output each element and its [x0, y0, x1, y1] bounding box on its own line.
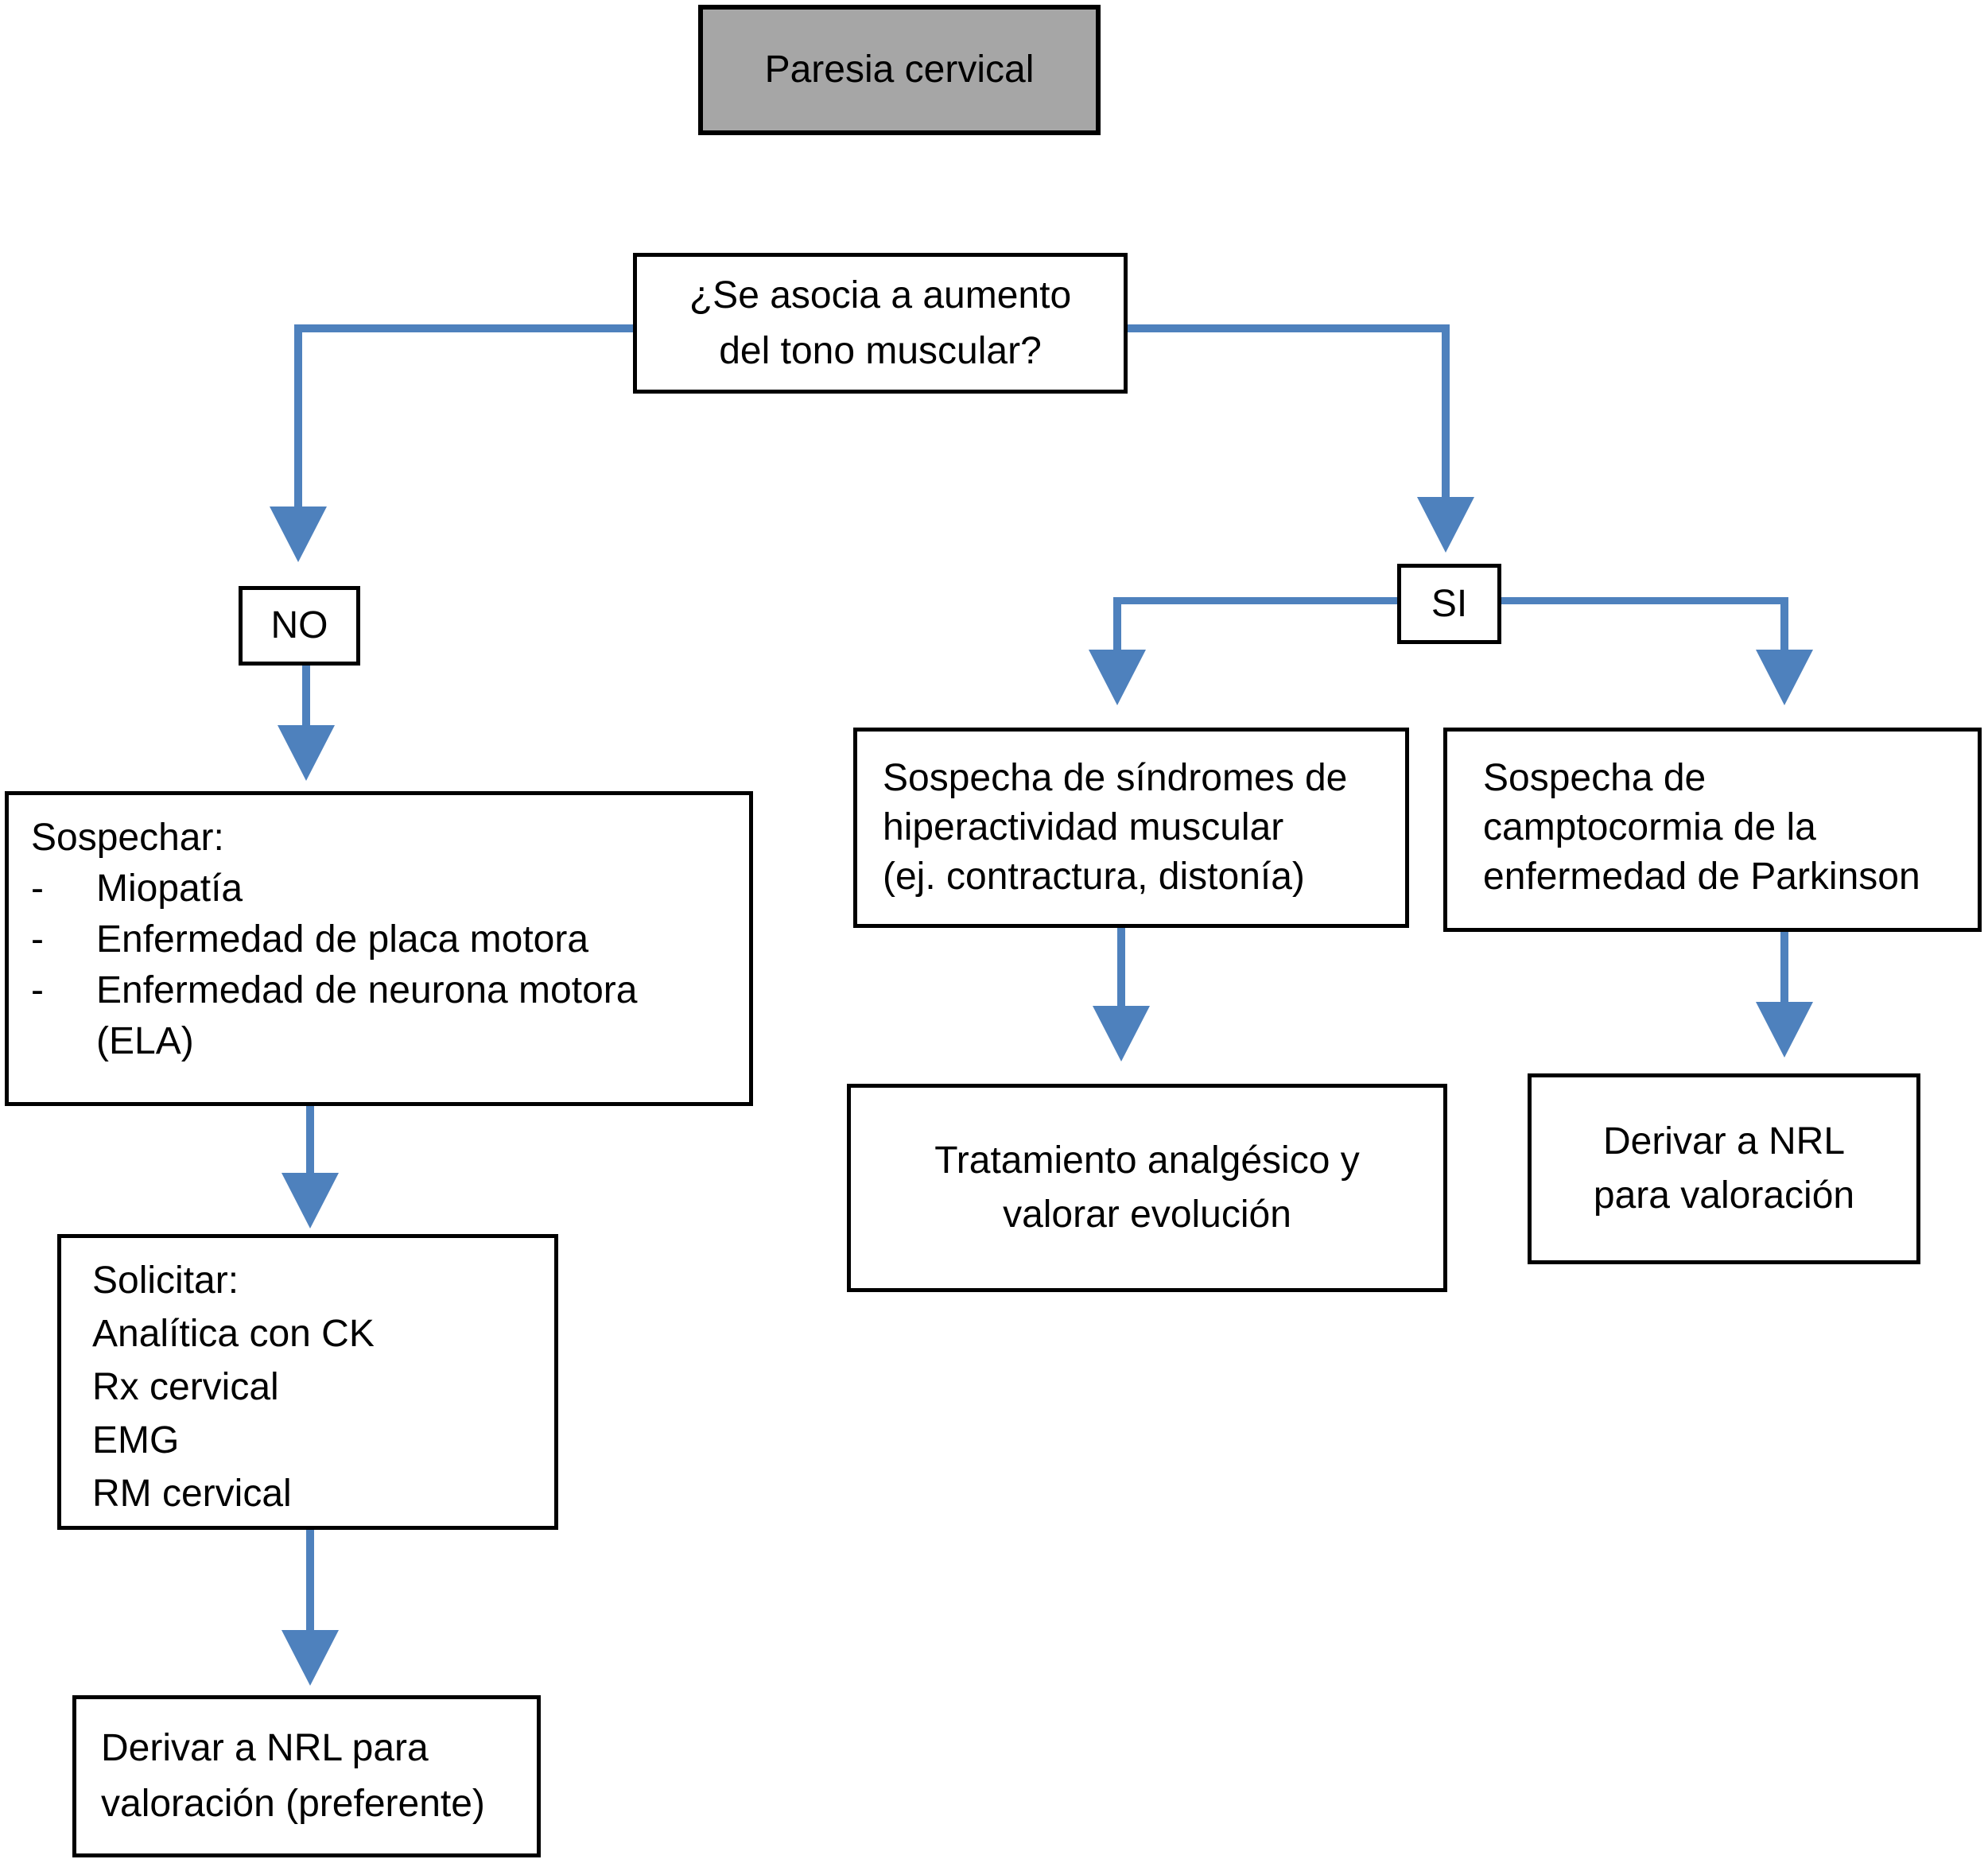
list-item: - Enfermedad de neurona motora: [31, 965, 741, 1016]
bullet-indent: [31, 1016, 96, 1067]
connector-sindromes-to-tratamiento: [1117, 928, 1125, 1006]
derivar-nrl-line: para valoración: [1593, 1174, 1855, 1217]
connector-si-branch-right-vertical: [1780, 597, 1788, 650]
list-item-continuation: (ELA): [31, 1016, 741, 1067]
bullet-dash: -: [31, 867, 44, 910]
derivar-nrl-line: Derivar a NRL: [1602, 1120, 1846, 1162]
camptocormia-line: Sospecha de: [1483, 757, 1706, 799]
bullet-text: Miopatía: [96, 867, 243, 910]
connector-question-to-no-vertical: [294, 324, 302, 507]
connector-si-branch-left-horizontal: [1113, 597, 1397, 604]
arrowhead-to-no: [270, 507, 327, 562]
arrowhead-to-derivar-nrl: [1756, 1002, 1813, 1058]
connector-question-to-si-horizontal: [1128, 324, 1450, 332]
connector-si-branch-right-horizontal: [1501, 597, 1788, 604]
list-item: EMG: [92, 1419, 180, 1461]
question-line: ¿Se asocia a aumento: [689, 274, 1072, 316]
connector-solicitar-to-derivar-preferente: [306, 1530, 314, 1630]
sindromes-line: Sospecha de síndromes de: [883, 757, 1348, 799]
bullet-dash: -: [31, 969, 44, 1011]
si-label: SI: [1431, 582, 1468, 625]
connector-question-to-no-horizontal: [294, 324, 633, 332]
derivar-pref-line: valoración (preferente): [101, 1783, 485, 1825]
bullet-text: Enfermedad de placa motora: [96, 918, 589, 961]
arrowhead-to-sindromes: [1089, 650, 1146, 705]
tratamiento-line: Tratamiento analgésico y: [934, 1139, 1360, 1182]
node-derivar-nrl-valoracion: Derivar a NRL para valoración: [1528, 1073, 1920, 1264]
connector-sospechar-to-solicitar: [306, 1106, 314, 1173]
node-paresia-cervical: Paresia cervical: [698, 5, 1101, 135]
list-item: Rx cervical: [92, 1366, 279, 1408]
node-camptocormia-parkinson: Sospecha de camptocormia de la enfermeda…: [1443, 728, 1982, 932]
node-paresia-label: Paresia cervical: [764, 49, 1035, 91]
connector-no-to-sospechar: [302, 666, 310, 725]
derivar-pref-line: Derivar a NRL para: [101, 1727, 429, 1769]
node-derivar-nrl-preferente: Derivar a NRL para valoración (preferent…: [72, 1695, 541, 1857]
arrowhead-to-camptocormia: [1756, 650, 1813, 705]
connector-question-to-si-vertical: [1442, 324, 1450, 497]
solicitar-heading: Solicitar:: [92, 1259, 239, 1302]
node-solicitar: Solicitar: Analítica con CK Rx cervical …: [57, 1234, 558, 1530]
list-item: - Miopatía: [31, 864, 741, 914]
list-item: RM cervical: [92, 1473, 292, 1515]
node-no: NO: [239, 586, 360, 666]
node-tratamiento-analgesico: Tratamiento analgésico y valorar evoluci…: [847, 1084, 1447, 1292]
tratamiento-line: valorar evolución: [1003, 1193, 1291, 1236]
no-label: NO: [270, 604, 328, 647]
bullet-dash: -: [31, 918, 44, 961]
arrowhead-to-derivar-preferente: [282, 1630, 339, 1686]
arrowhead-to-si: [1417, 497, 1474, 553]
list-item: Analítica con CK: [92, 1313, 375, 1355]
bullet-text: Enfermedad de neurona motora: [96, 969, 638, 1011]
arrowhead-to-solicitar: [282, 1173, 339, 1228]
arrowhead-to-tratamiento: [1093, 1006, 1150, 1062]
node-sospechar: Sospechar: - Miopatía - Enfermedad de pl…: [5, 791, 753, 1106]
node-si: SI: [1397, 564, 1501, 644]
camptocormia-line: enfermedad de Parkinson: [1483, 856, 1920, 898]
arrowhead-to-sospechar: [278, 725, 335, 781]
node-question-tono-muscular: ¿Se asocia a aumento del tono muscular?: [633, 253, 1128, 394]
sospechar-heading: Sospechar:: [31, 817, 224, 859]
camptocormia-line: camptocormia de la: [1483, 806, 1816, 848]
connector-si-branch-left-vertical: [1113, 597, 1121, 650]
sindromes-line: (ej. contractura, distonía): [883, 856, 1305, 898]
connector-camptocormia-to-derivar-nrl: [1780, 932, 1788, 1002]
sindromes-line: hiperactividad muscular: [883, 806, 1284, 848]
list-item: - Enfermedad de placa motora: [31, 914, 741, 965]
bullet-text: (ELA): [96, 1020, 194, 1062]
node-sindromes-hiperactividad: Sospecha de síndromes de hiperactividad …: [853, 728, 1409, 928]
question-line: del tono muscular?: [719, 329, 1042, 372]
